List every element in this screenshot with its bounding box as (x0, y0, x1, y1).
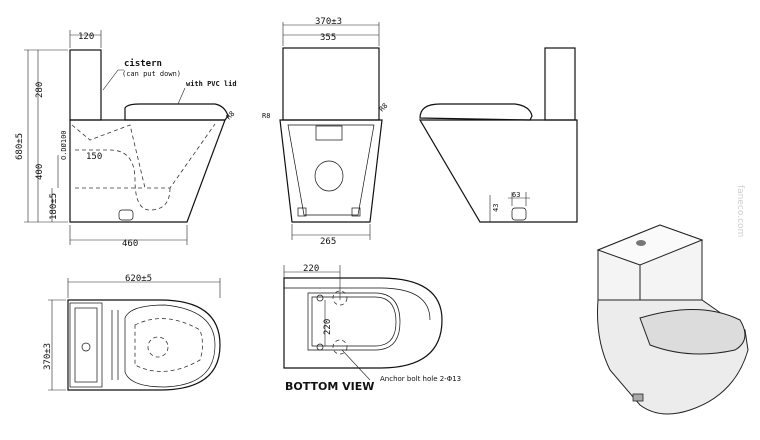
label-cistern: cistern (124, 58, 162, 69)
rear-view: 43 63 (418, 47, 578, 223)
dim-total-height: 680±5 (15, 133, 25, 160)
label-lid: with PVC lid (186, 80, 237, 88)
bottom-view: 220 220 Anchor bolt hole 2-Φ13 BOTTOM VI… (283, 264, 461, 393)
dim-cistern-width: 355 (320, 33, 336, 43)
dim-vertical: 220 (323, 319, 333, 335)
dim-top-width: 370±3 (315, 17, 342, 27)
dim-horizontal: 220 (303, 264, 319, 274)
radius-right: R8 (378, 102, 390, 114)
radius-left: R8 (262, 112, 270, 120)
dim-base-width: 265 (320, 237, 336, 247)
dim-base-length: 460 (122, 239, 138, 249)
dim-outlet-diameter: O.DØ100 (60, 130, 68, 160)
watermark: faneco.com (735, 185, 745, 237)
front-view: 370±3 355 R8 R8 265 (262, 17, 389, 247)
dim-cistern-width: 120 (78, 32, 94, 42)
dim-width: 370±3 (43, 343, 53, 370)
radius-label: R8 (225, 110, 237, 122)
toilet-3d-illustration (596, 224, 749, 415)
dim-length: 620±5 (125, 274, 152, 284)
label-cistern-note: (can put down) (122, 70, 181, 78)
top-view: 620±5 370±3 (43, 274, 221, 391)
dim-outlet-length: 150 (86, 152, 102, 162)
dim-outlet-height: 180±5 (49, 193, 59, 220)
bottom-view-title: BOTTOM VIEW (285, 380, 374, 393)
dim-inlet-height: 43 (492, 204, 500, 212)
dim-cistern-height: 280 (35, 82, 45, 98)
anchor-bolt-label: Anchor bolt hole 2-Φ13 (380, 375, 461, 383)
dim-bowl-height: 400 (35, 164, 45, 180)
dim-inlet-width: 63 (512, 191, 520, 199)
side-view: 120 cistern (can put down) with PVC lid … (15, 30, 237, 249)
